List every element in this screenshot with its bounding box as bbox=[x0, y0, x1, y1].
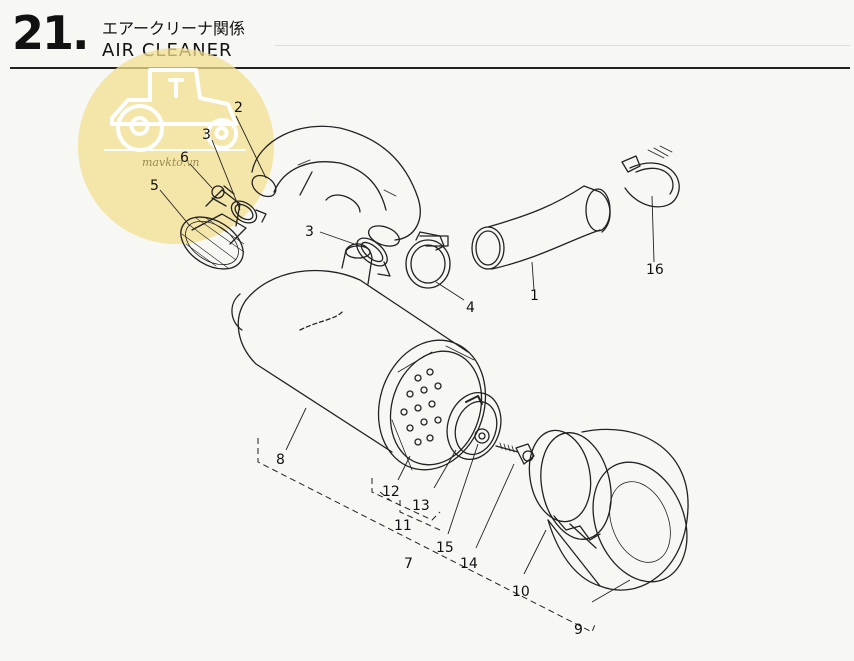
band-clamp bbox=[405, 231, 451, 289]
callout-2: 2 bbox=[234, 100, 243, 116]
header-rule bbox=[10, 67, 850, 69]
threaded-bolt bbox=[495, 442, 535, 465]
inner-filter-element bbox=[377, 339, 487, 471]
element-seal bbox=[446, 392, 502, 460]
callout-4: 4 bbox=[466, 300, 475, 316]
callout-7: 7 bbox=[404, 556, 413, 572]
callout-8: 8 bbox=[276, 452, 285, 468]
callout-14: 14 bbox=[460, 556, 478, 572]
watermark-disc bbox=[78, 48, 274, 244]
air-cleaner-body bbox=[231, 243, 469, 453]
fitting-part-6 bbox=[211, 185, 235, 207]
rubber-hose bbox=[471, 185, 611, 270]
wing-nut bbox=[474, 428, 490, 444]
title-japanese: エアークリーナ関係 bbox=[102, 19, 246, 38]
callout-3-upper: 3 bbox=[202, 127, 211, 143]
callout-15: 15 bbox=[436, 540, 454, 556]
callout-3-lower: 3 bbox=[305, 224, 314, 240]
callout-12: 12 bbox=[382, 484, 400, 500]
tractor-icon bbox=[104, 68, 246, 152]
callout-9: 9 bbox=[574, 622, 583, 638]
callout-labels: 2 3 6 5 3 4 1 16 8 12 13 11 15 7 14 10 9 bbox=[150, 100, 664, 638]
callout-10: 10 bbox=[512, 584, 530, 600]
leader-lines bbox=[159, 115, 655, 603]
header-faint-rule bbox=[275, 45, 850, 46]
callout-6: 6 bbox=[180, 150, 189, 166]
hose-clip bbox=[621, 145, 680, 208]
section-number: 21. bbox=[12, 6, 89, 60]
callout-5: 5 bbox=[150, 178, 159, 194]
callout-11: 11 bbox=[394, 518, 412, 534]
intake-elbow-pipe bbox=[251, 125, 421, 247]
callout-1: 1 bbox=[530, 288, 539, 304]
assembly-brackets bbox=[257, 438, 597, 633]
watermark-text: mavkto.vn bbox=[142, 156, 200, 169]
dust-cup bbox=[528, 428, 689, 591]
hose-clamp-upper bbox=[230, 200, 267, 224]
callout-16: 16 bbox=[646, 262, 664, 278]
hose-clamp-lower bbox=[356, 237, 391, 277]
cup-clamp-band bbox=[540, 432, 612, 549]
watermark: mavkto.vn bbox=[78, 48, 274, 244]
callout-13: 13 bbox=[412, 498, 430, 514]
